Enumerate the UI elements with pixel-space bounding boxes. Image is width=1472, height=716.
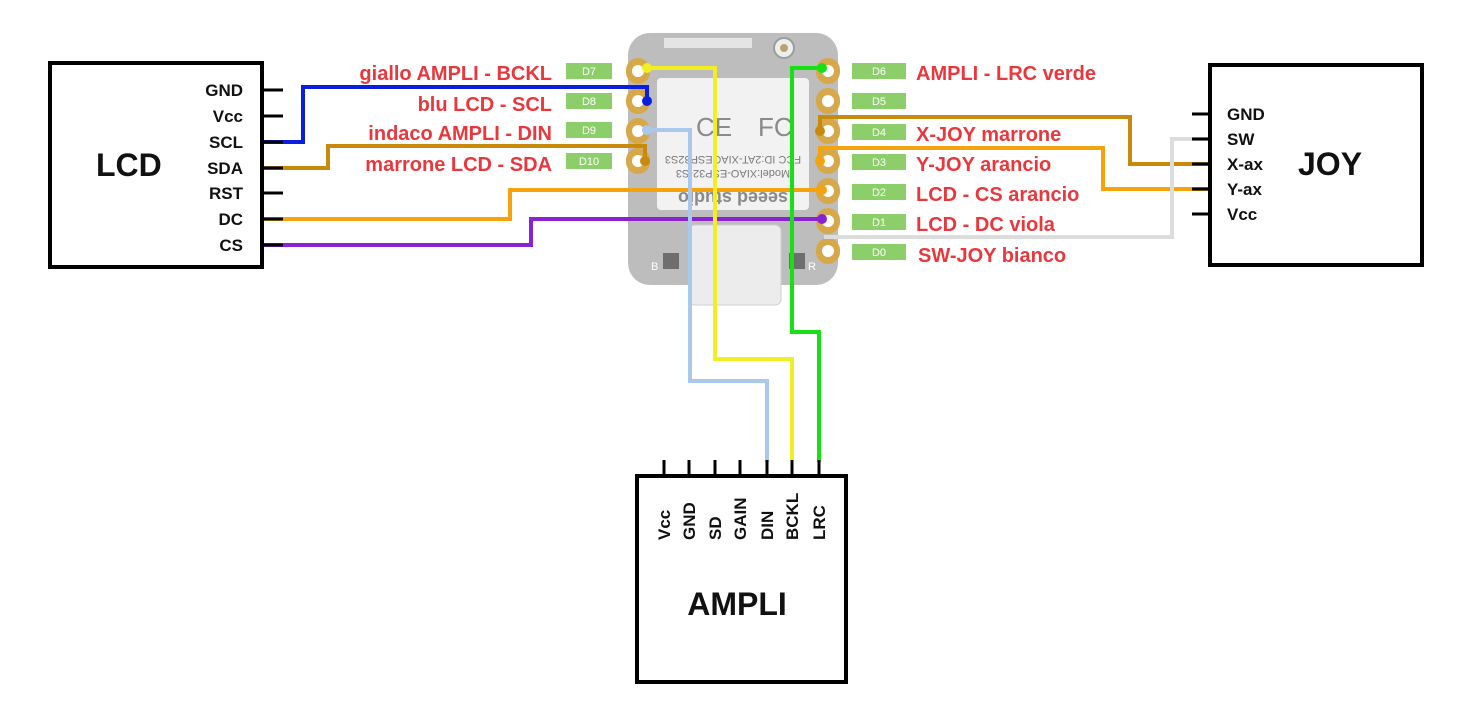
pad-label-d5: D5	[872, 96, 886, 108]
wire-brown-sda	[262, 144, 647, 170]
wire-label-din: indaco AMPLI - DIN	[368, 123, 552, 145]
wire-label-scl: blu LCD - SCL	[418, 94, 552, 116]
board-brand-text: seeed studio	[678, 188, 788, 208]
wire-orange-cs	[262, 188, 824, 221]
pad-label-d0: D0	[872, 247, 886, 259]
pad-label-d1: D1	[872, 217, 886, 229]
pad-label-d4: D4	[872, 127, 886, 139]
board-shield-can	[657, 78, 809, 210]
lcd-pin-cs: CS	[219, 236, 243, 255]
ampli-pin-gnd: GND	[680, 502, 699, 540]
usb-c-port-icon	[688, 224, 782, 306]
wire-label-sw: SW-JOY bianco	[918, 245, 1066, 267]
boot-button-icon	[663, 253, 679, 269]
joy-pin-xax: X-ax	[1227, 155, 1263, 174]
pad-label-d10: D10	[579, 156, 599, 168]
ampli-pin-vcc: Vcc	[655, 510, 674, 540]
ampli-title: AMPLI	[687, 586, 787, 622]
lcd-module: LCD GND Vcc SCL SDA RST DC CS	[48, 61, 283, 269]
board-fcc-text: FCC ID:2AT-XIAOESP32S3	[665, 153, 801, 165]
wire-green-lrc	[790, 66, 824, 462]
wire-label-sda: marrone LCD - SDA	[365, 154, 552, 176]
wire-brown-xjoy	[818, 115, 1210, 166]
joy-title: JOY	[1298, 146, 1362, 182]
joy-pin-sw: SW	[1227, 130, 1255, 149]
pad-label-d9: D9	[582, 125, 596, 137]
ampli-pin-bckl: BCKL	[783, 493, 802, 540]
wire-yellow-bckl	[645, 66, 794, 462]
lcd-pin-rst: RST	[209, 184, 244, 203]
pad-label-d6: D6	[872, 66, 886, 78]
boot-button-label: B	[651, 261, 658, 273]
wire-label-xjoy: X-JOY marrone	[916, 124, 1061, 146]
joy-pin-gnd: GND	[1227, 105, 1265, 124]
wire-labels-left: giallo AMPLI - BCKL blu LCD - SCL indaco…	[359, 63, 552, 176]
board-connector-strip	[664, 38, 752, 48]
reset-button-label: R	[808, 261, 816, 273]
lcd-pin-scl: SCL	[209, 133, 243, 152]
wire-purple-dc	[262, 217, 824, 247]
wire-label-yjoy: Y-JOY arancio	[916, 154, 1051, 176]
wire-labels-right: AMPLI - LRC verde X-JOY marrone Y-JOY ar…	[916, 63, 1096, 267]
wire-blue-scl	[262, 85, 649, 144]
wire-endpoints	[640, 63, 827, 224]
joy-box	[1208, 63, 1424, 267]
ampli-pin-ticks	[662, 460, 821, 476]
ampli-box	[635, 474, 848, 684]
lcd-pin-dc: DC	[218, 210, 243, 229]
lcd-title: LCD	[96, 147, 162, 183]
joy-pin-ticks	[1192, 112, 1210, 216]
wires	[262, 66, 1210, 462]
pad-label-d2: D2	[872, 187, 886, 199]
pad-label-d8: D8	[582, 96, 596, 108]
wire-orange-yjoy	[818, 146, 1210, 191]
lcd-pin-vcc: Vcc	[213, 107, 243, 126]
lcd-box	[48, 61, 264, 269]
ampli-pin-din: DIN	[758, 511, 777, 540]
amplifier-module: AMPLI Vcc GND SD GAIN DIN BCKL LRC	[635, 460, 848, 684]
wire-label-bckl: giallo AMPLI - BCKL	[359, 63, 552, 85]
board-model-text: Model:XIAO-ESP32-S3	[676, 167, 790, 179]
wire-label-cs: LCD - CS arancio	[916, 184, 1079, 206]
fcc-mark-icon: FC	[758, 112, 793, 142]
wire-lightblue-din	[645, 128, 769, 462]
wire-label-dc: LCD - DC viola	[916, 214, 1056, 236]
ampli-pin-sd: SD	[706, 516, 725, 540]
wire-label-lrc: AMPLI - LRC verde	[916, 63, 1096, 85]
joystick-module: JOY GND SW X-ax Y-ax Vcc	[1192, 63, 1424, 267]
left-pad-labels: D7 D8 D9 D10	[566, 63, 612, 169]
joy-pin-vcc: Vcc	[1227, 205, 1257, 224]
joy-pin-yax: Y-ax	[1227, 180, 1263, 199]
lcd-pin-sda: SDA	[207, 159, 243, 178]
right-pad-labels: D6 D5 D4 D3 D2 D1 D0	[852, 63, 906, 260]
xiao-esp32s3-board: Model:XIAO-ESP32-S3 FCC ID:2AT-XIAOESP32…	[566, 33, 906, 306]
ampli-pin-lrc: LRC	[810, 505, 829, 540]
lcd-pin-ticks	[262, 88, 283, 247]
pad-label-d3: D3	[872, 157, 886, 169]
ampli-pin-gain: GAIN	[731, 498, 750, 541]
pad-label-d7: D7	[582, 66, 596, 78]
wire-white-sw	[824, 137, 1210, 239]
lcd-pin-gnd: GND	[205, 81, 243, 100]
